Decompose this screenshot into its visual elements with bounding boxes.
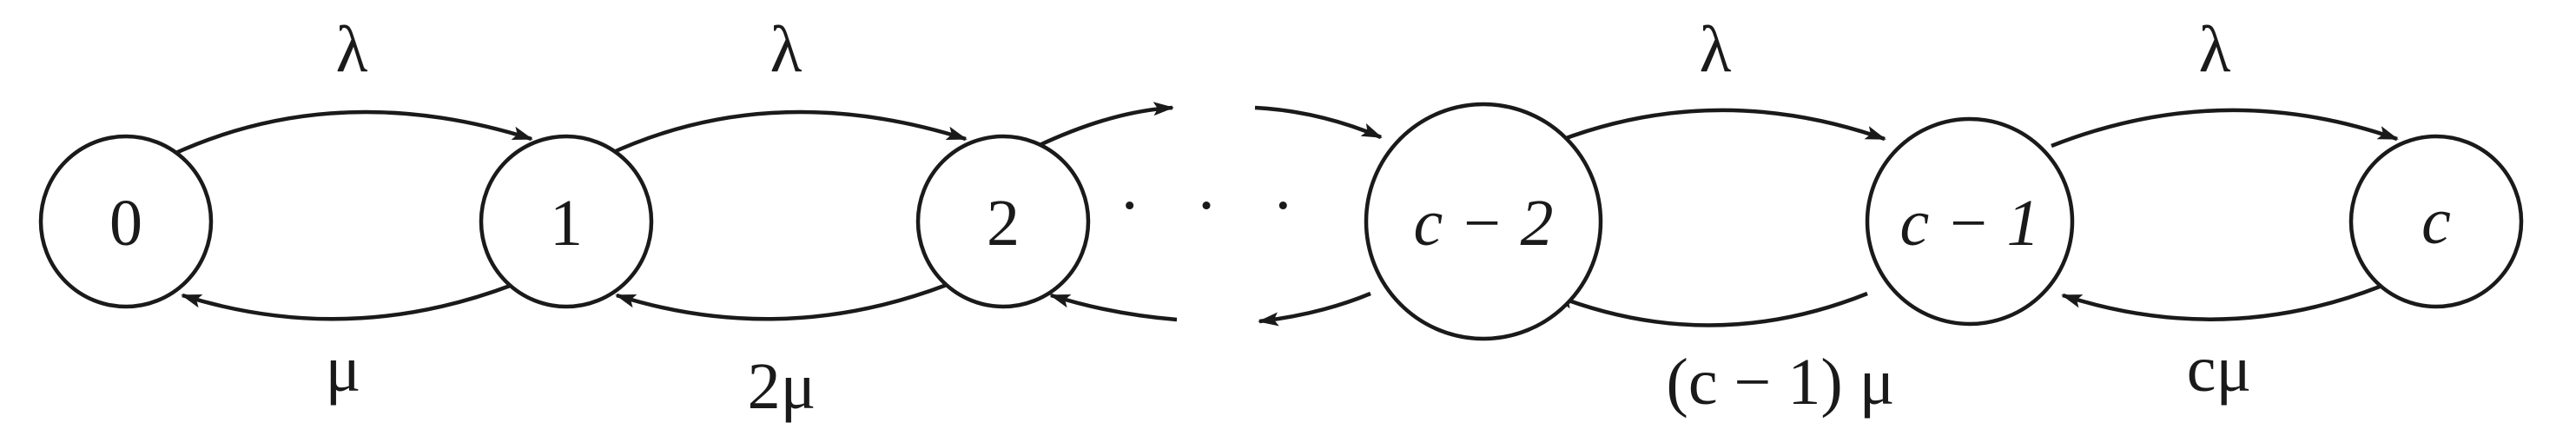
state-node-1: 1 <box>479 134 654 309</box>
edge-dots-to-2 <box>1049 293 1178 322</box>
state-label-2: 2 <box>987 187 1020 260</box>
rate-label-lambda-c-1-c: λ <box>2199 13 2231 86</box>
rate-label-mu: μ <box>326 333 361 406</box>
state-node-0: 0 <box>38 134 214 309</box>
edge-0-to-1 <box>171 109 533 157</box>
edge-c-2-to-c-1 <box>1545 108 1886 149</box>
rate-label-c-minus-1-mu: (c − 1) μ <box>1667 346 1895 419</box>
edge-c-2-to-dots <box>1258 291 1371 327</box>
edge-c-to-c-1 <box>2061 284 2381 321</box>
state-node-c-minus-2: c − 2 <box>1364 102 1603 341</box>
state-label-c-minus-2: c − 2 <box>1413 187 1553 260</box>
rate-label-lambda-0-1: λ <box>336 13 368 86</box>
rate-label-2mu: 2μ <box>748 350 816 423</box>
state-label-1: 1 <box>550 187 583 260</box>
edge-2-to-1 <box>615 282 948 321</box>
rate-label-cmu: cμ <box>2187 333 2251 406</box>
edge-dots-to-c-2 <box>1254 105 1383 140</box>
state-label-c-minus-1: c − 1 <box>1899 187 2039 260</box>
edge-c-1-to-c-2 <box>1553 291 1868 327</box>
ellipsis: · · · <box>1119 169 1313 242</box>
edge-1-to-2 <box>607 109 968 157</box>
edge-2-to-dots <box>1037 102 1174 149</box>
state-label-c: c <box>2421 185 2451 258</box>
state-node-c-minus-1: c − 1 <box>1865 116 2075 327</box>
edge-1-to-0 <box>181 282 513 321</box>
rate-label-lambda-c-2-c-1: λ <box>1700 13 1732 86</box>
edge-c-1-to-c <box>2051 108 2399 149</box>
state-node-c: c <box>2348 134 2524 309</box>
state-node-2: 2 <box>915 134 1091 309</box>
rate-label-lambda-1-2: λ <box>770 13 803 86</box>
state-label-0: 0 <box>109 187 142 260</box>
